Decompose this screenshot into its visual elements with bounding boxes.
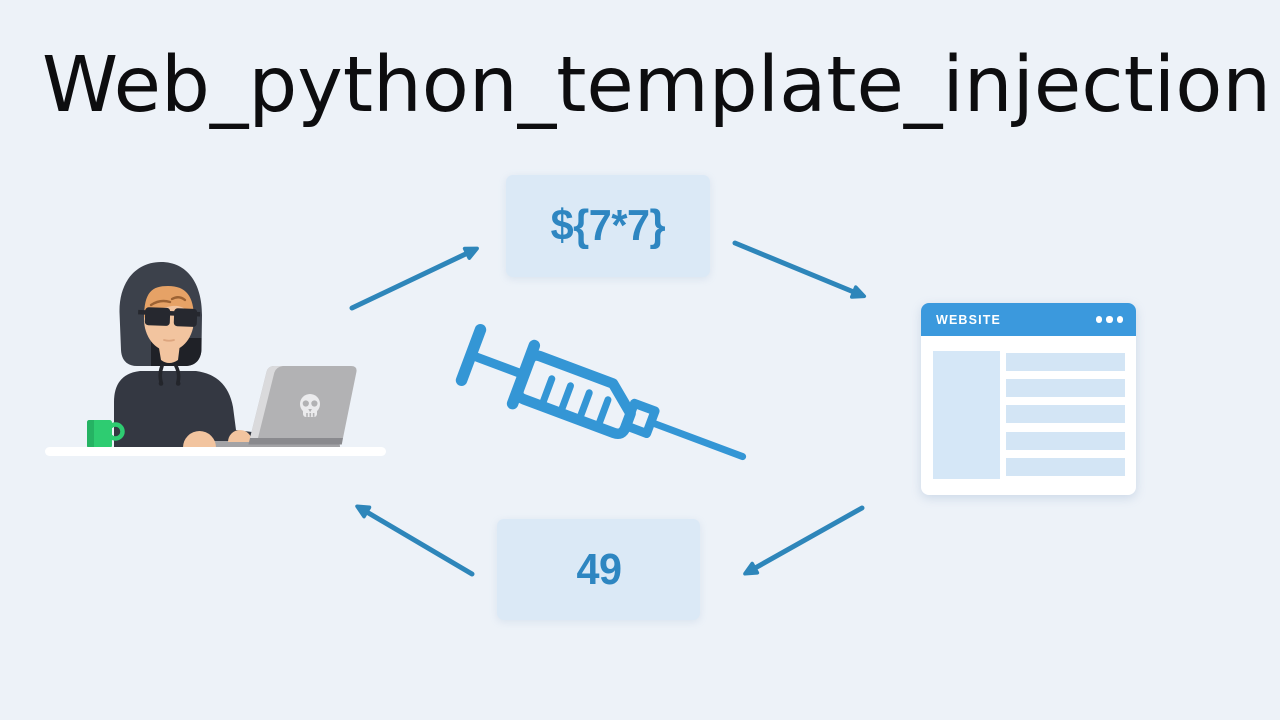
arrow-line [732, 240, 864, 298]
menu-dot [1096, 316, 1103, 323]
arrow-line [745, 505, 865, 575]
glasses-lens-left [144, 307, 171, 326]
hacker-hand-left [183, 431, 216, 448]
content-bar [1006, 379, 1125, 398]
hacker-mouth [163, 339, 175, 342]
website-header: WEBSITE [921, 303, 1136, 336]
hood-drawstring [158, 364, 164, 384]
syringe-tick [595, 396, 612, 427]
website-sidebar-block [933, 351, 1000, 479]
website-window: WEBSITE [921, 303, 1136, 495]
result-box-label: 49 [575, 544, 622, 594]
flow-arrows [349, 240, 867, 577]
arrowhead-icon [743, 561, 760, 576]
website-body [921, 336, 1136, 495]
mug-shade [87, 420, 94, 448]
laptop-lid-highlight [250, 366, 283, 438]
skull-eye-left [302, 400, 309, 407]
laptop-icon [248, 366, 357, 445]
content-bar [1006, 457, 1125, 476]
hood-drawstring [174, 364, 181, 384]
syringe-plunger-shaft [471, 351, 526, 379]
arrowhead-icon [462, 246, 479, 260]
glasses-lens-right [173, 308, 198, 327]
hacker-torso [114, 371, 252, 450]
syringe-needle [647, 418, 747, 461]
syringe-plunger-handle [455, 323, 487, 387]
website-content-bars [1006, 353, 1125, 484]
content-bar [1006, 431, 1125, 450]
laptop-hinge [248, 438, 343, 445]
arrow-website-to-result [743, 505, 865, 576]
syringe-tick [539, 375, 556, 406]
arrow-payload-to-website [732, 240, 867, 299]
arrow-result-to-hacker [355, 504, 475, 577]
hair-strand [149, 299, 172, 307]
sunglasses-icon [138, 307, 201, 327]
payload-box: ${7*7} [506, 175, 710, 277]
menu-dot [1106, 316, 1113, 323]
hacker-hand-right [228, 430, 252, 442]
arrowhead-icon [849, 285, 867, 299]
skull-nose [308, 409, 312, 413]
payload-box-label: ${7*7} [550, 201, 666, 250]
menu-dot [1116, 316, 1123, 323]
syringe-tick [558, 382, 575, 413]
desk [45, 447, 386, 456]
skull-icon [300, 394, 320, 417]
result-box: 49 [497, 519, 700, 620]
syringe-icon [455, 323, 747, 461]
content-bar [1006, 405, 1125, 424]
skull-eye-right [311, 400, 318, 407]
menu-dots-icon [1096, 316, 1123, 323]
arrow-line [349, 247, 477, 311]
drawstring-knot [175, 381, 181, 386]
drawstring-knot [158, 381, 164, 386]
website-title: WEBSITE [936, 312, 1001, 327]
glasses-temple-left [138, 309, 148, 315]
coffee-mug-icon [87, 420, 125, 448]
arrow-hacker-to-payload [349, 246, 479, 311]
syringe-tick [576, 389, 593, 420]
content-bar [1006, 353, 1125, 371]
syringe-barrel [513, 350, 636, 440]
hair-strand [170, 296, 187, 302]
syringe-hub [621, 398, 660, 438]
arrow-line [357, 505, 475, 577]
hacker-illustration [45, 262, 386, 456]
arrowhead-icon [355, 504, 372, 519]
page-title: Web_python_template_injection [42, 41, 1272, 130]
